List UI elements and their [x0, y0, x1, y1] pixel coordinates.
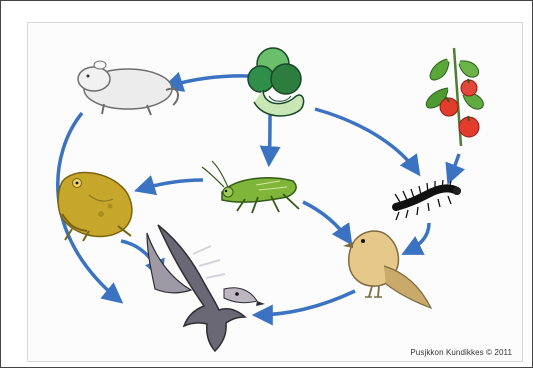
arrow-grasshopper-to-songbird — [303, 202, 350, 242]
frog-icon — [58, 173, 132, 241]
arrow-grasshopper-to-frog — [138, 180, 203, 190]
arrow-tomato-to-caterpillar — [449, 154, 459, 181]
rodent-icon — [78, 61, 178, 115]
plant-icon — [248, 48, 304, 116]
arrow-caterpillar-to-songbird — [405, 223, 429, 253]
arrow-plant-to-rodent — [166, 76, 249, 87]
grasshopper-icon — [202, 161, 299, 213]
arrow-plant-to-caterpillar — [315, 109, 418, 173]
caterpillar-icon — [395, 180, 461, 220]
credit-text: Pusjkkon Kundikkes © 2011 — [410, 348, 512, 357]
arrow-songbird-to-hawk — [256, 291, 355, 315]
tomato-plant-icon — [426, 48, 483, 146]
hawk-icon — [147, 225, 265, 351]
arrow-plant-to-grasshopper — [269, 115, 270, 163]
